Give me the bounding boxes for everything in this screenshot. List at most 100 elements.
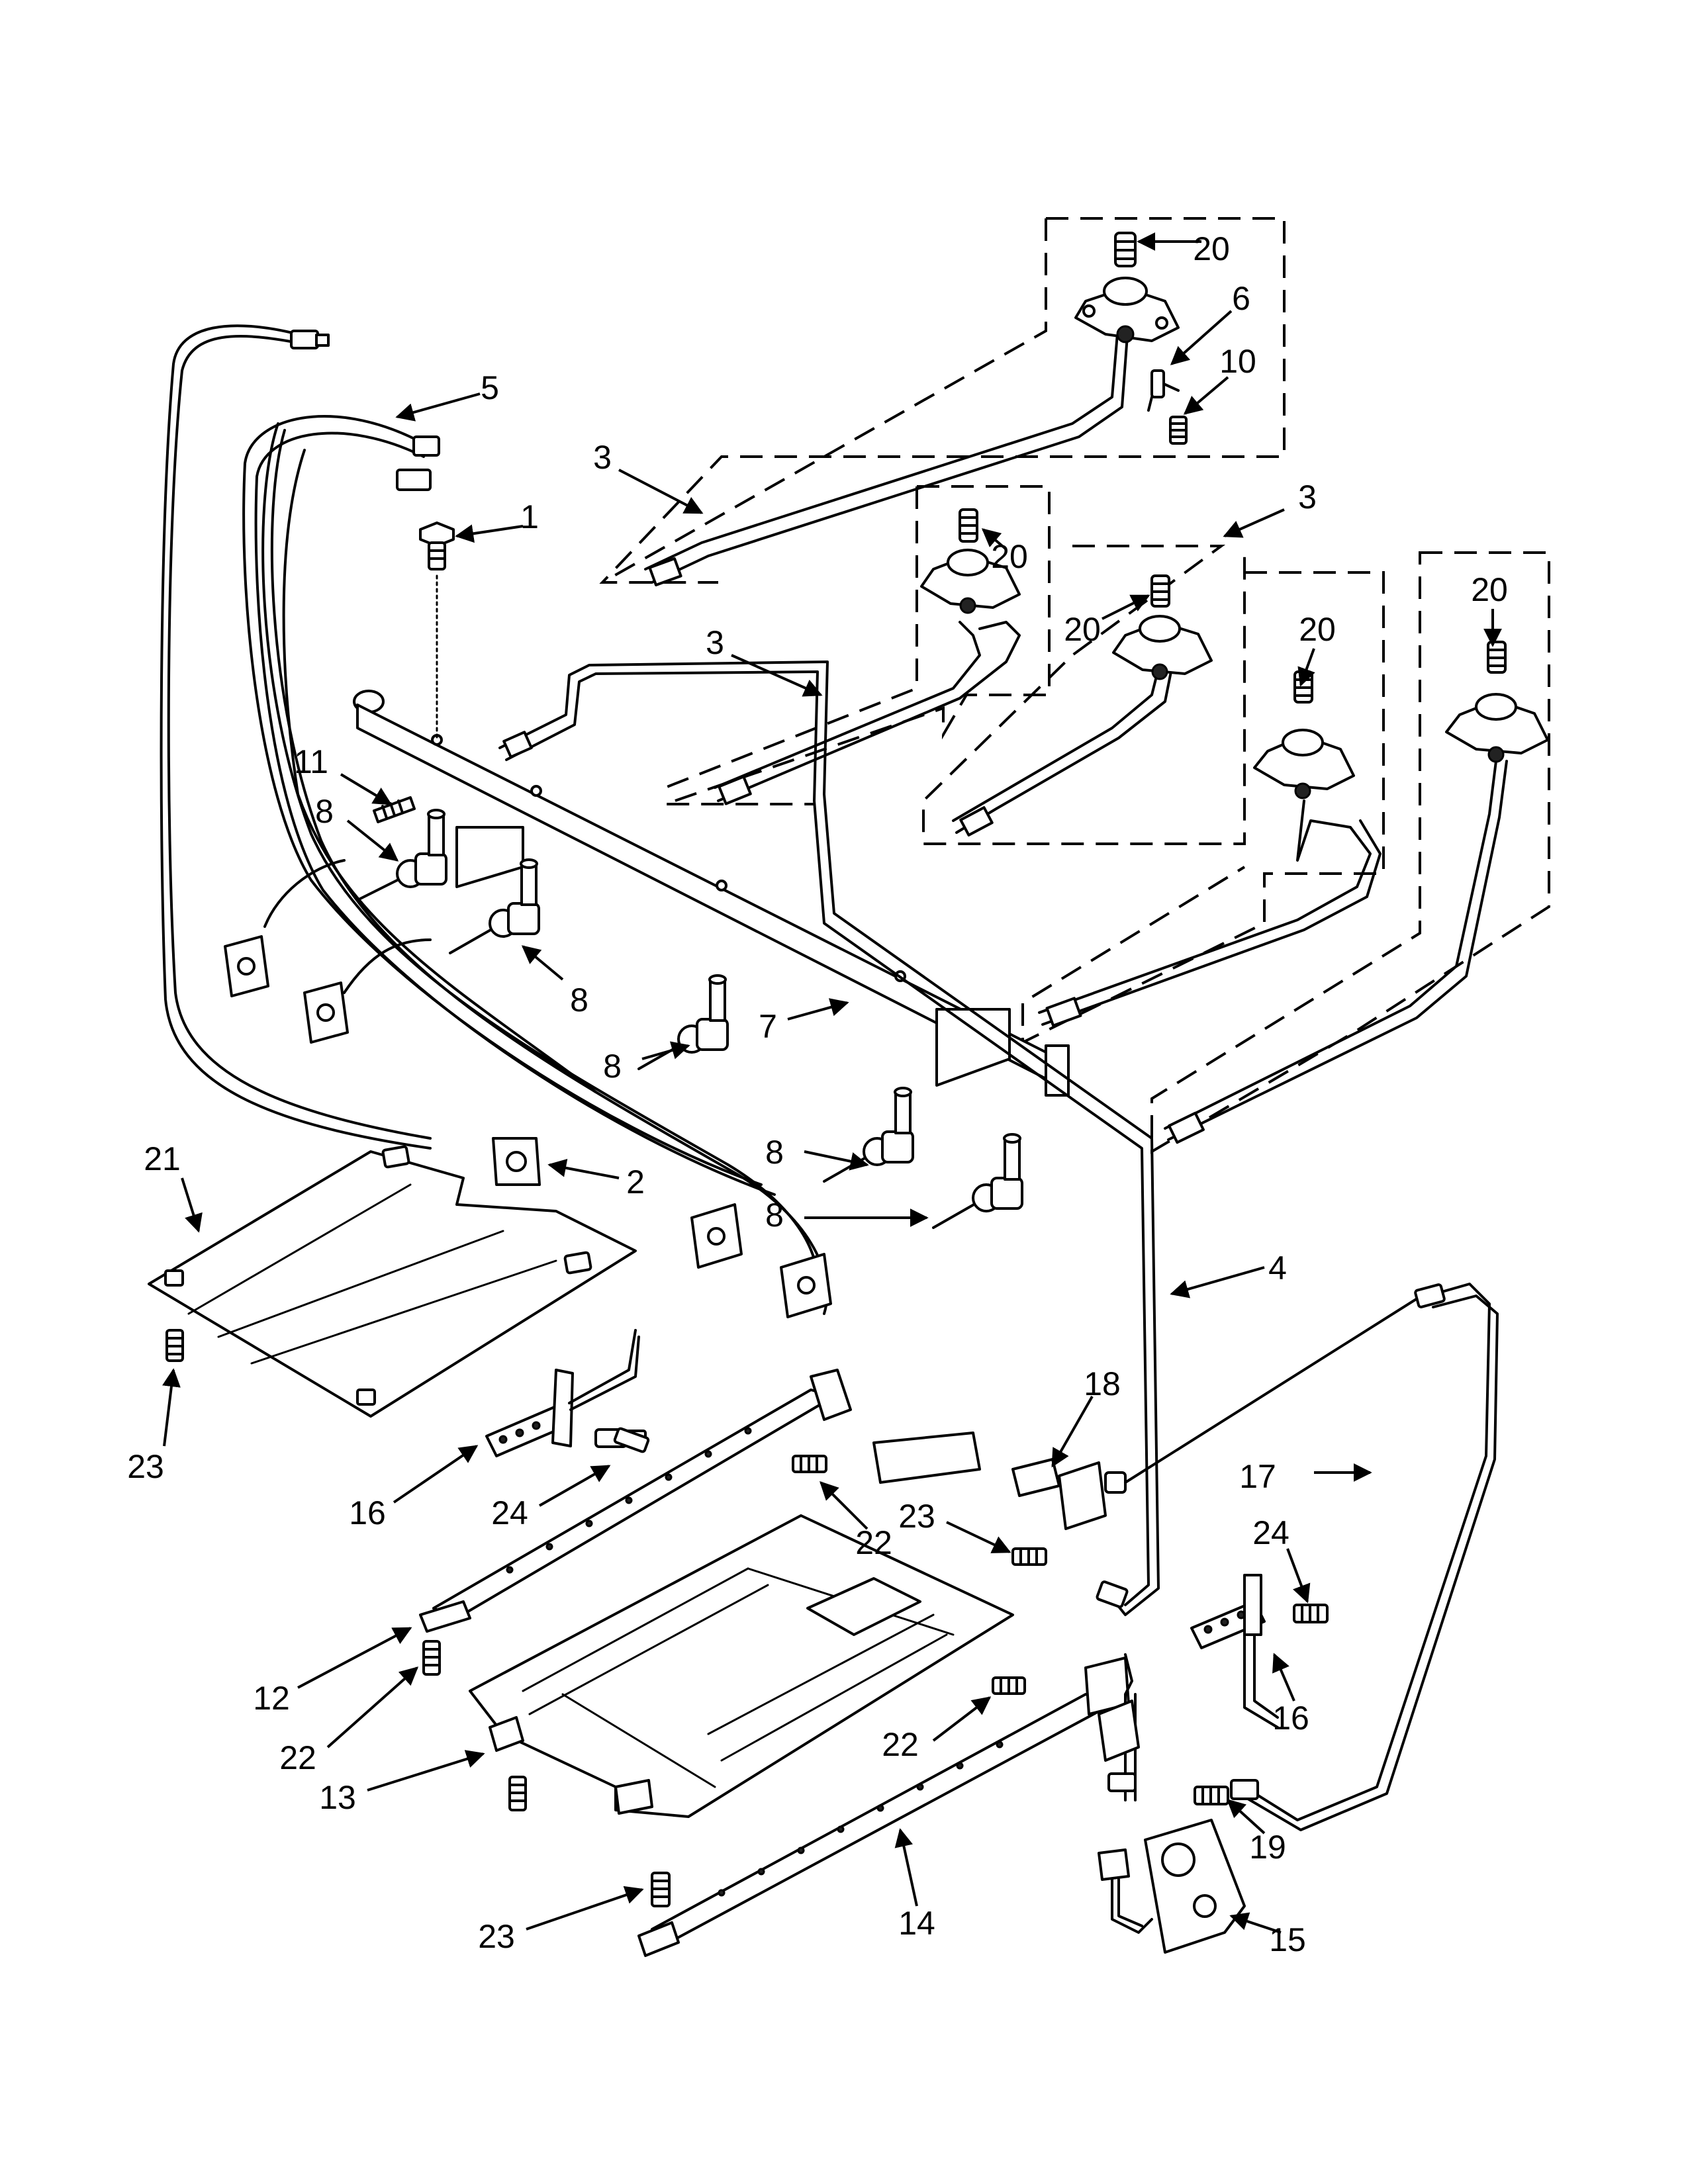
callout-label-16: 16 xyxy=(349,1494,386,1531)
burner-bracket-14 xyxy=(637,1657,1130,1957)
callout-arrow-6 xyxy=(1170,310,1233,365)
callout-arrow-18 xyxy=(1051,1396,1094,1468)
callout-label-8: 8 xyxy=(765,1197,784,1234)
callout-arrow-16 xyxy=(1272,1653,1295,1702)
callout-label-8: 8 xyxy=(315,793,334,830)
valve-8-e xyxy=(932,1133,1023,1229)
pressure-regulator-15 xyxy=(1098,1819,1246,1954)
callout-label-1: 1 xyxy=(520,498,539,535)
dashed-group-front-left xyxy=(1021,571,1385,1045)
electrode-6 xyxy=(1147,369,1180,412)
callout-label-18: 18 xyxy=(1084,1365,1121,1402)
callout-arrow-4 xyxy=(1170,1266,1265,1298)
callout-label-12: 12 xyxy=(253,1680,290,1717)
burner-tube-rear-left xyxy=(714,621,1021,805)
callout-arrow-23 xyxy=(946,1521,1011,1553)
burner-base-rear-left xyxy=(920,508,1021,614)
callout-label-17: 17 xyxy=(1239,1458,1276,1495)
callout-arrow-13 xyxy=(367,1750,485,1792)
callout-arrow-12 xyxy=(297,1627,412,1689)
wire-harness xyxy=(160,324,832,1318)
callout-label-19: 19 xyxy=(1249,1829,1286,1866)
callout-arrow-16 xyxy=(393,1445,479,1504)
callout-label-16: 16 xyxy=(1272,1700,1309,1737)
callout-arrow-19 xyxy=(1226,1799,1266,1835)
callout-label-7: 7 xyxy=(759,1008,777,1045)
callout-label-8: 8 xyxy=(765,1134,784,1171)
callout-label-2: 2 xyxy=(626,1163,645,1201)
callout-arrow-20 xyxy=(1297,648,1315,687)
screw-22-lower-left xyxy=(422,1640,441,1676)
callout-arrow-8 xyxy=(521,945,564,981)
valve-8-b xyxy=(449,858,540,954)
manifold-inlet-tube xyxy=(498,660,1160,1616)
callout-arrow-22 xyxy=(326,1666,419,1749)
callout-arrow-7 xyxy=(787,998,849,1021)
callout-arrow-8 xyxy=(346,819,399,862)
burner-box-cover xyxy=(148,1145,637,1418)
burner-bracket-12 xyxy=(419,1369,852,1633)
callout-arrow-8 xyxy=(641,1041,690,1060)
callout-label-24: 24 xyxy=(491,1494,528,1531)
screw-23-mid xyxy=(1011,1547,1047,1566)
callout-label-3: 3 xyxy=(1298,478,1317,516)
callout-label-3: 3 xyxy=(706,624,724,661)
callout-label-24: 24 xyxy=(1252,1514,1289,1551)
callout-label-22: 22 xyxy=(855,1524,892,1561)
screw-23-left xyxy=(165,1329,184,1362)
callout-label-6: 6 xyxy=(1232,280,1250,317)
callout-arrow-3 xyxy=(731,654,823,697)
callout-label-20: 20 xyxy=(1299,611,1336,648)
screw-1 xyxy=(419,522,455,739)
dashed-group-center xyxy=(922,545,1246,845)
callout-label-4: 4 xyxy=(1268,1250,1287,1287)
callout-arrow-22 xyxy=(932,1696,992,1742)
callout-label-10: 10 xyxy=(1219,343,1256,380)
burner-base-center xyxy=(1112,574,1213,680)
callout-label-8: 8 xyxy=(603,1048,622,1085)
callout-arrow-1 xyxy=(455,524,524,543)
callout-label-21: 21 xyxy=(144,1140,181,1177)
valve-8-d xyxy=(823,1087,914,1183)
callout-arrow-8 xyxy=(804,1150,869,1171)
callout-label-8: 8 xyxy=(570,981,588,1019)
regulator-tube-17 xyxy=(1230,1283,1499,1831)
callout-label-20: 20 xyxy=(991,538,1028,575)
burner-tube-rear-right xyxy=(644,316,1130,586)
callout-arrow-23 xyxy=(162,1368,181,1447)
burner-base-front-right xyxy=(1445,641,1549,763)
callout-label-20: 20 xyxy=(1471,571,1508,608)
callout-arrow-20 xyxy=(1102,594,1150,620)
igniter-right xyxy=(1190,1574,1279,1729)
callout-label-20: 20 xyxy=(1193,230,1230,267)
burner-pan-13 xyxy=(469,1514,1014,1818)
callout-label-3: 3 xyxy=(593,439,612,476)
screw-24-right xyxy=(1293,1604,1329,1623)
screw-22-upper xyxy=(792,1455,827,1473)
callout-arrow-24 xyxy=(1286,1548,1311,1604)
callout-arrow-5 xyxy=(395,392,481,422)
screw-11 xyxy=(373,796,416,823)
callout-arrow-10 xyxy=(1183,376,1229,415)
burner-base-rear-right xyxy=(1074,232,1180,343)
valve-8-a xyxy=(356,809,447,901)
callout-arrow-20 xyxy=(981,528,1008,551)
callout-label-5: 5 xyxy=(481,369,499,406)
dashed-group-top-burner-rear-right xyxy=(599,217,1286,584)
callout-label-23: 23 xyxy=(478,1918,515,1955)
callout-label-13: 13 xyxy=(319,1779,356,1816)
callout-arrow-21 xyxy=(181,1177,203,1233)
callout-arrow-3 xyxy=(618,469,704,514)
callout-arrow-2 xyxy=(547,1158,620,1179)
oven-safety-tube xyxy=(1098,1653,1140,1801)
orifice-holder-18 xyxy=(872,1289,1431,1530)
callout-label-23: 23 xyxy=(127,1448,164,1485)
screw-19 xyxy=(1194,1786,1229,1805)
callout-arrow-23 xyxy=(526,1886,644,1931)
gas-inlet-tube-4 xyxy=(1096,1580,1129,1608)
callout-arrow-14 xyxy=(894,1828,918,1907)
burner-tube-center xyxy=(952,667,1173,837)
burner-tube-front-left xyxy=(1038,799,1382,1027)
